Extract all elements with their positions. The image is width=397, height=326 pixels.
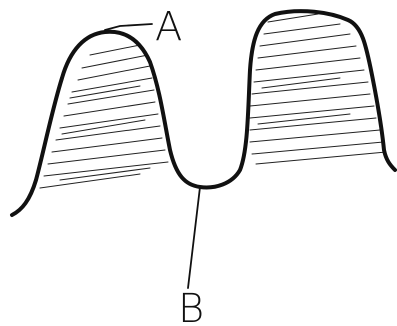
- label-b-leader: [188, 187, 200, 288]
- label-b: B: [178, 286, 204, 326]
- label-a: A: [155, 4, 182, 50]
- label-a-leader: [105, 24, 152, 30]
- tooth-profile-outline: [12, 11, 395, 215]
- left-tooth-hatching: [40, 45, 168, 188]
- right-tooth-hatching: [250, 14, 386, 164]
